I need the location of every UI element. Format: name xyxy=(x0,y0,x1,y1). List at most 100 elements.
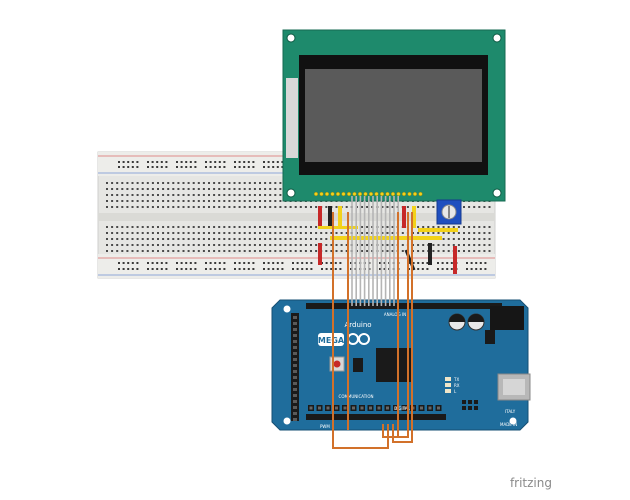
breadboard-hole xyxy=(366,232,369,234)
breadboard-hole xyxy=(478,238,481,240)
breadboard-hole xyxy=(185,262,188,264)
breadboard-hole xyxy=(172,244,175,246)
breadboard-hole xyxy=(248,232,251,234)
tx-label: TX xyxy=(453,377,459,382)
breadboard-hole xyxy=(391,226,394,228)
breadboard-hole xyxy=(118,161,120,163)
lcd-pin xyxy=(385,191,390,197)
breadboard-hole xyxy=(269,194,272,196)
header-pin-hole xyxy=(326,406,330,410)
breadboard-hole xyxy=(185,161,188,163)
breadboard-hole xyxy=(209,268,212,270)
breadboard-hole xyxy=(172,188,175,190)
breadboard-hole xyxy=(205,262,207,264)
breadboard-hole xyxy=(157,206,159,208)
breadboard-hole xyxy=(151,268,154,270)
breadboard-hole xyxy=(379,268,381,270)
breadboard-hole xyxy=(247,166,250,168)
breadboard-hole xyxy=(194,166,197,168)
breadboard-hole xyxy=(136,194,139,196)
header-pin-hole xyxy=(352,406,355,410)
breadboard-hole xyxy=(446,262,449,264)
breadboard-hole xyxy=(320,238,323,240)
breadboard-hole xyxy=(209,166,212,168)
breadboard-hole xyxy=(442,244,445,246)
breadboard-hole xyxy=(111,200,114,202)
breadboard-hole xyxy=(259,226,261,228)
breadboard-hole xyxy=(252,268,255,270)
breadboard-hole xyxy=(304,226,307,228)
breadboard-hole xyxy=(202,200,205,202)
breadboard-hole xyxy=(259,244,261,246)
breadboard-hole xyxy=(121,244,124,246)
lcd-pin xyxy=(401,191,407,197)
breadboard-hole xyxy=(234,161,236,163)
breadboard-hole xyxy=(468,238,471,240)
arduino-mount-hole xyxy=(509,417,517,425)
breadboard-hole xyxy=(310,238,312,240)
header-pin xyxy=(293,418,297,421)
breadboard-hole xyxy=(483,244,486,246)
breadboard-hole xyxy=(116,188,119,190)
breadboard-hole xyxy=(176,161,178,163)
breadboard-hole xyxy=(238,200,241,202)
breadboard-hole xyxy=(233,250,236,252)
breadboard-hole xyxy=(223,166,226,168)
breadboard-hole xyxy=(111,244,114,246)
breadboard-hole xyxy=(146,194,149,196)
breadboard-hole xyxy=(116,238,119,240)
breadboard-hole xyxy=(296,268,299,270)
breadboard-hole xyxy=(162,188,165,190)
breadboard-hole xyxy=(213,232,216,234)
breadboard-hole xyxy=(473,232,476,234)
breadboard-hole xyxy=(151,244,154,246)
breadboard-hole xyxy=(264,182,267,184)
breadboard-hole xyxy=(121,238,124,240)
breadboard-hole xyxy=(478,244,481,246)
breadboard-hole xyxy=(274,194,277,196)
breadboard-hole xyxy=(417,226,420,228)
breadboard-hole xyxy=(151,262,154,264)
lcd-mount-hole xyxy=(286,33,296,43)
breadboard-hole xyxy=(141,182,144,184)
breadboard-hole xyxy=(473,250,476,252)
header-pin xyxy=(293,382,297,385)
breadboard-hole xyxy=(172,182,175,184)
breadboard-hole xyxy=(238,166,241,168)
breadboard-hole xyxy=(187,250,190,252)
breadboard-hole xyxy=(264,206,267,208)
breadboard-hole xyxy=(126,188,129,190)
breadboard-hole xyxy=(192,188,195,190)
breadboard-hole xyxy=(386,226,389,228)
breadboard-hole xyxy=(422,244,425,246)
lcd-header-pins xyxy=(313,191,423,197)
breadboard-hole xyxy=(136,238,139,240)
breadboard-hole xyxy=(111,188,114,190)
breadboard-hole xyxy=(450,262,453,264)
breadboard-hole xyxy=(209,161,212,163)
breadboard-hole xyxy=(289,244,292,246)
breadboard-hole xyxy=(182,244,185,246)
jumper-black xyxy=(428,243,432,265)
breadboard-hole xyxy=(238,188,241,190)
breadboard-hole xyxy=(233,200,236,202)
breadboard-hole xyxy=(126,244,129,246)
breadboard-hole xyxy=(213,206,216,208)
breadboard-hole xyxy=(182,182,185,184)
breadboard-hole xyxy=(289,226,292,228)
breadboard-hole xyxy=(228,250,231,252)
pwm-label: PWM xyxy=(320,424,330,429)
breadboard-hole xyxy=(457,244,460,246)
breadboard-hole xyxy=(180,262,183,264)
header-pin xyxy=(293,346,297,349)
breadboard-hole xyxy=(417,262,420,264)
breadboard-hole xyxy=(310,250,312,252)
breadboard-hole xyxy=(126,200,129,202)
breadboard-hole xyxy=(299,250,302,252)
breadboard-hole xyxy=(259,232,261,234)
breadboard-hole xyxy=(243,226,246,228)
breadboard-hole xyxy=(335,250,338,252)
breadboard-hole xyxy=(310,206,312,208)
breadboard-hole xyxy=(417,250,420,252)
breadboard-hole xyxy=(299,244,302,246)
